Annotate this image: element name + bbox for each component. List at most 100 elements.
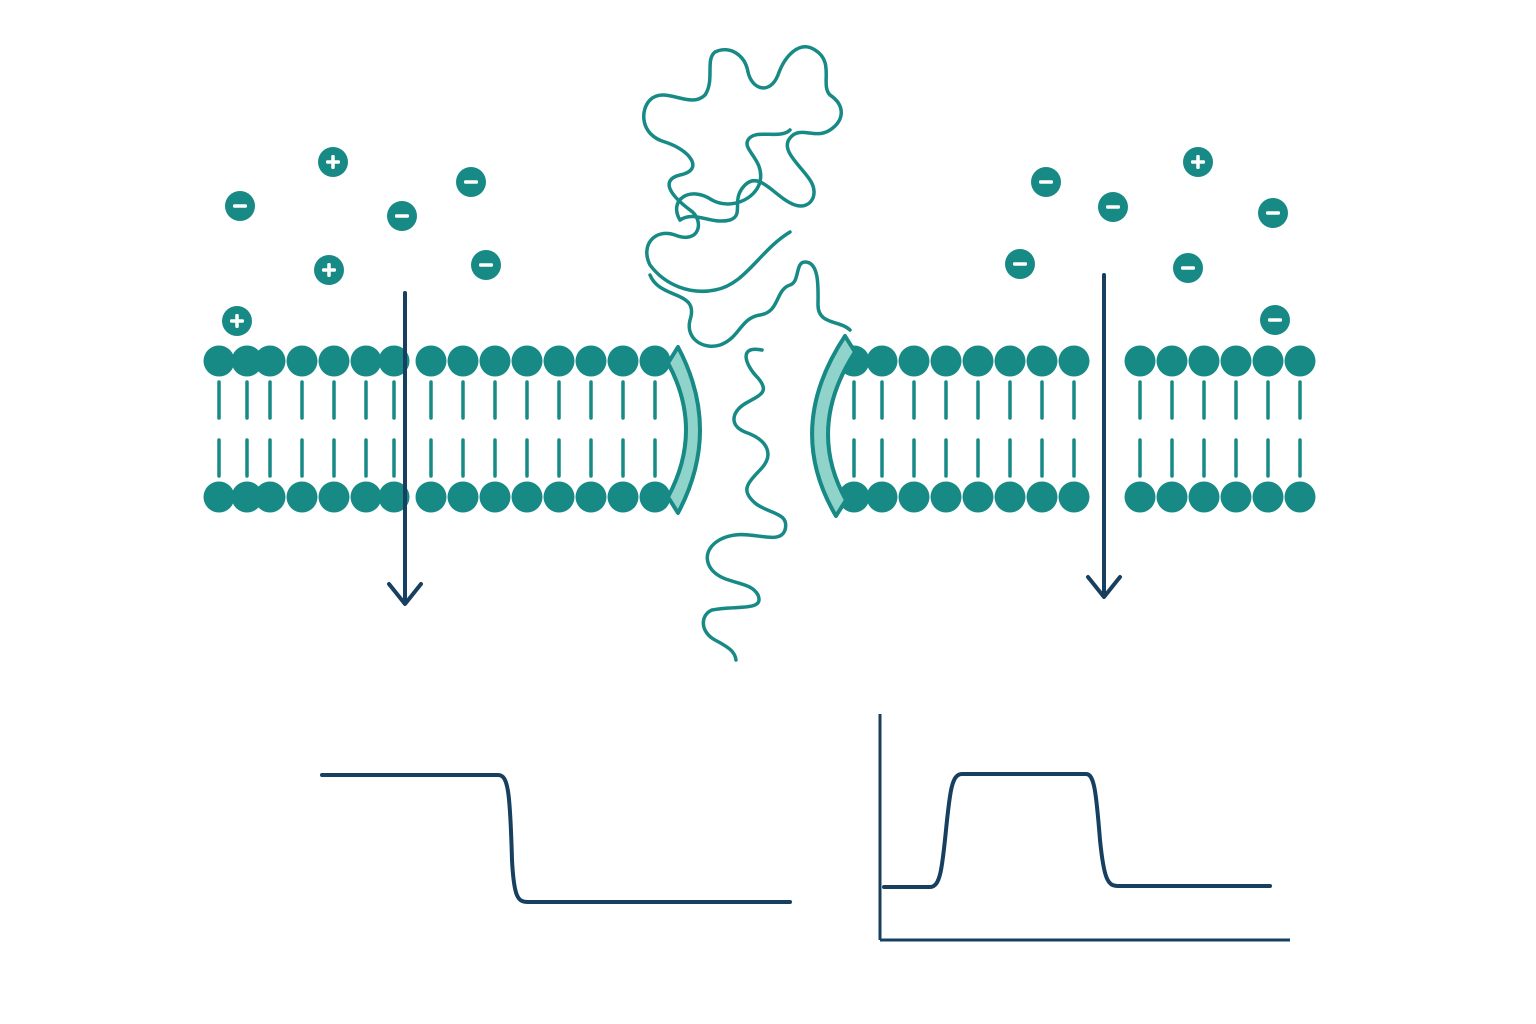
left-leaflet-lipid — [479, 345, 511, 513]
left-leaflet-lipid — [378, 345, 410, 513]
right-leaflet-lipid — [1124, 345, 1156, 513]
ion-channel — [666, 334, 857, 518]
left-leaflet-lipid — [511, 345, 543, 513]
lipid-head — [1026, 481, 1058, 513]
current-trace-step-down — [320, 773, 792, 904]
lipid-head — [350, 345, 382, 377]
lipid-head — [231, 481, 263, 513]
left-leaflet-lipid — [254, 345, 286, 513]
lipid-head — [898, 481, 930, 513]
cation-icon — [222, 306, 252, 336]
peptide-loop-cluster — [642, 45, 843, 293]
flux-arrows — [387, 273, 1122, 606]
peptide-descending-strand — [648, 260, 852, 348]
lipid-head — [318, 345, 350, 377]
lipid-head — [898, 345, 930, 377]
lipid-head — [415, 345, 447, 377]
lipid-head — [1156, 481, 1188, 513]
lipid-head — [1188, 345, 1220, 377]
lipid-head — [447, 481, 479, 513]
channel-subunit-left — [666, 345, 702, 515]
lipid-head — [350, 481, 382, 513]
lipid-head — [203, 345, 235, 377]
lipid-head — [286, 345, 318, 377]
left-leaflet-lipid — [447, 345, 479, 513]
right-leaflet-lipid — [962, 345, 994, 513]
right-leaflet-lipid — [898, 345, 930, 513]
lipid-head — [575, 345, 607, 377]
anion-icon — [1031, 167, 1061, 197]
trace-line-right — [882, 772, 1272, 889]
left-leaflet-lipid — [543, 345, 575, 513]
lipid-head — [607, 345, 639, 377]
anion-icon — [1260, 305, 1290, 335]
channel-subunit-right — [810, 334, 857, 518]
lipid-bilayer-right — [838, 345, 1316, 513]
trace-line-left — [320, 773, 792, 904]
right-leaflet-lipid — [1252, 345, 1284, 513]
lipid-bilayer-left — [203, 345, 671, 513]
lipid-head — [1252, 345, 1284, 377]
left-leaflet-lipid — [350, 345, 382, 513]
lipid-head — [479, 481, 511, 513]
lipid-head — [447, 345, 479, 377]
lipid-head — [378, 481, 410, 513]
flux-arrow-left — [387, 291, 423, 606]
lipid-head — [415, 481, 447, 513]
lipid-head — [1188, 481, 1220, 513]
flux-arrow-right — [1086, 273, 1122, 599]
left-leaflet-lipid — [607, 345, 639, 513]
right-leaflet-lipid — [1284, 345, 1316, 513]
anion-icon — [387, 201, 417, 231]
lipid-head — [203, 481, 235, 513]
right-leaflet-lipid — [1058, 345, 1090, 513]
anion-icon — [471, 250, 501, 280]
left-leaflet-lipid — [318, 345, 350, 513]
left-leaflet-lipid — [231, 345, 263, 513]
lipid-head — [1058, 345, 1090, 377]
disordered-protein-chain — [642, 45, 852, 662]
lipid-head — [511, 481, 543, 513]
anion-icon — [1005, 249, 1035, 279]
lipid-head — [930, 345, 962, 377]
anion-icon — [1098, 192, 1128, 222]
left-leaflet-lipid — [575, 345, 607, 513]
anion-icon — [456, 167, 486, 197]
lipid-head — [318, 481, 350, 513]
lipid-head — [1124, 481, 1156, 513]
left-leaflet-lipid — [203, 345, 235, 513]
current-trace-pulse — [878, 714, 1290, 942]
lipid-head — [639, 481, 671, 513]
right-leaflet-lipid — [1220, 345, 1252, 513]
lipid-head — [1026, 345, 1058, 377]
peptide-inner-loops — [674, 128, 792, 222]
ion-set — [222, 147, 1290, 336]
lipid-head — [231, 345, 263, 377]
lipid-head — [1220, 481, 1252, 513]
lipid-head — [962, 481, 994, 513]
lipid-head — [639, 345, 671, 377]
lipid-head — [1156, 345, 1188, 377]
lipid-head — [575, 481, 607, 513]
right-leaflet-lipid — [1188, 345, 1220, 513]
left-leaflet-lipid — [639, 345, 671, 513]
lipid-head — [1252, 481, 1284, 513]
anion-icon — [1258, 198, 1288, 228]
cation-icon — [314, 255, 344, 285]
lipid-head — [838, 481, 870, 513]
peptide-pore-strand — [701, 347, 788, 662]
lipid-head — [543, 345, 575, 377]
anion-icon — [225, 191, 255, 221]
right-leaflet-lipid — [866, 345, 898, 513]
left-leaflet-lipid — [415, 345, 447, 513]
lipid-head — [1058, 481, 1090, 513]
lipid-head — [286, 481, 318, 513]
right-leaflet-lipid — [1026, 345, 1058, 513]
lipid-head — [930, 481, 962, 513]
anion-icon — [1173, 253, 1203, 283]
lipid-head — [1220, 345, 1252, 377]
right-leaflet-lipid — [994, 345, 1026, 513]
lipid-head — [511, 345, 543, 377]
lipid-head — [994, 481, 1026, 513]
